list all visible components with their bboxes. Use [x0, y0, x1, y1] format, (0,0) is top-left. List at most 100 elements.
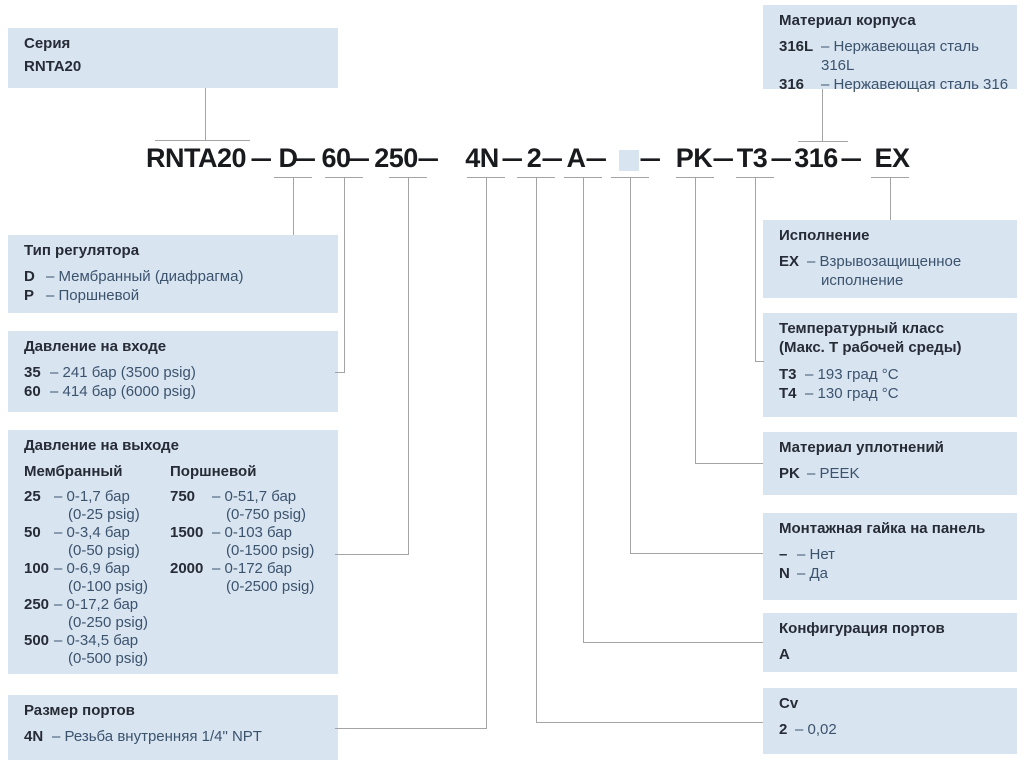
option-code: EX	[779, 253, 800, 270]
option-desc: – Взрывозащищенное	[807, 253, 962, 270]
option-range: – 0-103 бар	[212, 524, 292, 541]
option-psig: (0-50 psig)	[68, 542, 140, 559]
option-row: 60 – 414 бар (6000 psig)	[24, 382, 330, 401]
callout-box-outlet-pressure: Давление на выходе Мембранный 25 – 0-1,7…	[8, 430, 338, 674]
connector-line	[755, 361, 764, 362]
option-range: – 0-17,2 бар	[54, 596, 139, 613]
option-code: PK	[779, 465, 800, 482]
option-row: 2 – 0,02	[779, 720, 1009, 739]
option-code: 1500	[170, 524, 204, 541]
option-code: –	[779, 546, 788, 563]
code-placeholder-square	[619, 150, 639, 171]
connector-line	[274, 177, 312, 178]
option-desc: – Резьба внутренняя 1/4" NPT	[52, 728, 262, 745]
option-range: – 0-6,9 бар	[54, 560, 130, 577]
option-desc: – Поршневой	[46, 287, 140, 304]
option-code: 60	[24, 383, 41, 400]
connector-line	[871, 177, 909, 178]
callout-box-seal-material: Материал уплотнений PK – PEEK	[763, 432, 1017, 495]
code-separator: —	[640, 143, 660, 173]
series-code: RNTA20	[24, 58, 82, 75]
connector-line	[630, 553, 763, 554]
code-segment-pk: PK	[675, 143, 713, 173]
code-segment-250: 250	[374, 143, 418, 173]
connector-line	[695, 463, 763, 464]
option-row: Т4 – 130 град °С	[779, 384, 1009, 403]
connector-line	[583, 178, 584, 642]
code-separator: —	[502, 143, 522, 173]
connector-line	[695, 178, 696, 463]
code-segment-rnta20: RNTA20	[145, 143, 247, 173]
option-row: 2000 – 0-172 бар(0-2500 psig)	[170, 560, 330, 596]
piston-column: Поршневой 750 – 0-51,7 бар(0-750 psig) 1…	[170, 462, 330, 668]
code-segment-t3: T3	[736, 143, 768, 173]
option-desc: – 241 бар (3500 psig)	[50, 364, 196, 381]
box-title: Давление на входе	[24, 338, 167, 355]
box-title: Тип регулятора	[24, 242, 140, 259]
box-title: Исполнение	[779, 227, 870, 244]
option-code: 500	[24, 632, 50, 649]
connector-line	[486, 178, 487, 728]
option-psig: (0-25 psig)	[68, 506, 140, 523]
code-separator: —	[418, 143, 438, 173]
option-desc: – 193 град °С	[805, 366, 899, 383]
column-title: Мембранный	[24, 463, 123, 480]
option-code: 100	[24, 560, 50, 577]
callout-box-design: Исполнение EX – Взрывозащищенное исполне…	[763, 220, 1017, 298]
connector-line	[155, 140, 250, 141]
option-code: 316L	[779, 38, 814, 55]
box-title: Давление на выходе	[24, 437, 179, 454]
code-segment-a: A	[566, 143, 587, 173]
code-separator: —	[349, 143, 369, 173]
code-segment-2: 2	[526, 143, 542, 173]
option-row: EX – Взрывозащищенное исполнение	[779, 252, 1009, 290]
diaphragm-column: Мембранный 25 – 0-1,7 бар(0-25 psig) 50 …	[24, 462, 170, 668]
callout-box-regulator-type: Тип регулятора D – Мембранный (диафрагма…	[8, 235, 338, 313]
option-psig: (0-2500 psig)	[226, 578, 315, 595]
option-code: 2000	[170, 560, 204, 577]
option-psig: (0-500 psig)	[68, 650, 149, 667]
option-row: 100 – 0-6,9 бар(0-100 psig)	[24, 560, 170, 596]
option-row: 25 – 0-1,7 бар(0-25 psig)	[24, 488, 170, 524]
option-desc-line2: исполнение	[821, 272, 904, 289]
code-segment-d: D	[278, 143, 299, 173]
code-separator: —	[295, 143, 315, 173]
option-row: 35 – 241 бар (3500 psig)	[24, 363, 330, 382]
option-row: 1500 – 0-103 бар(0-1500 psig)	[170, 524, 330, 560]
connector-line	[583, 642, 763, 643]
box-title: Температурный класс	[779, 320, 945, 337]
option-code: 750	[170, 488, 196, 505]
callout-box-body-material: Материал корпуса 316L – Нержавеющая стал…	[763, 5, 1017, 93]
callout-box-series: Серия RNTA20	[8, 28, 338, 88]
code-separator: —	[542, 143, 562, 173]
option-row: 500 – 0-34,5 бар(0-500 psig)	[24, 632, 170, 668]
connector-line	[564, 177, 602, 178]
option-row: D – Мембранный (диафрагма)	[24, 267, 330, 286]
option-desc: – Нержавеющая сталь 316L	[821, 38, 979, 74]
connector-line	[822, 89, 823, 141]
connector-line	[205, 88, 206, 140]
option-desc: – Нет	[797, 546, 836, 563]
connector-line	[344, 178, 345, 372]
option-desc: – 0,02	[795, 721, 837, 738]
option-desc: – Нержавеющая сталь 316	[821, 76, 1009, 93]
callout-box-cv: Cv 2 – 0,02	[763, 688, 1017, 754]
option-code: 2	[779, 721, 788, 738]
option-code: A	[779, 646, 790, 663]
option-row: 316 – Нержавеющая сталь 316	[779, 75, 1009, 94]
box-title: Конфигурация портов	[779, 620, 945, 637]
box-title: Материал корпуса	[779, 12, 916, 29]
option-psig: (0-750 psig)	[226, 506, 307, 523]
connector-line	[389, 177, 427, 178]
code-segment-4n: 4N	[465, 143, 499, 173]
callout-box-port-size: Размер портов 4N – Резьба внутренняя 1/4…	[8, 695, 338, 760]
outlet-pressure-columns: Мембранный 25 – 0-1,7 бар(0-25 psig) 50 …	[24, 462, 330, 668]
option-code: P	[24, 287, 35, 304]
callout-box-inlet-pressure: Давление на входе 35 – 241 бар (3500 psi…	[8, 331, 338, 412]
option-desc: – PEEK	[807, 465, 860, 482]
option-row: 750 – 0-51,7 бар(0-750 psig)	[170, 488, 330, 524]
callout-box-panel-nut: Монтажная гайка на панель – – Нет N – Да	[763, 513, 1017, 600]
option-range: – 0-172 бар	[212, 560, 292, 577]
box-title: Серия	[24, 35, 71, 52]
